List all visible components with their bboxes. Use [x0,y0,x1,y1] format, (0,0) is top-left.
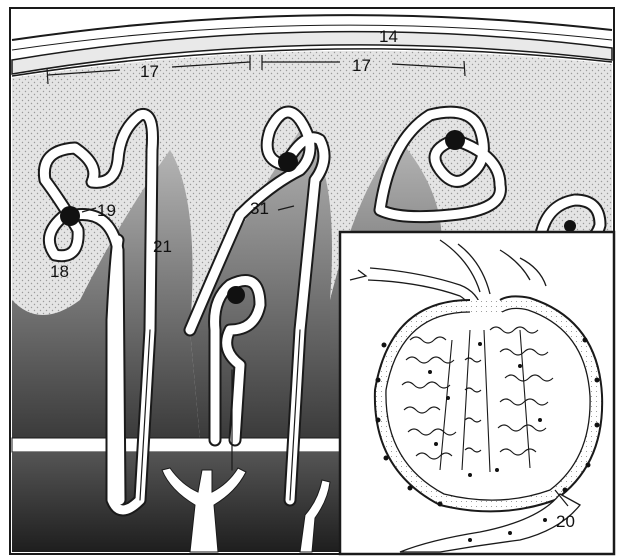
label-18: 18 [50,262,69,281]
label-19: 19 [97,201,116,220]
glomerulus-inset: 20 [340,232,614,554]
label-31: 31 [250,199,269,218]
label-21: 21 [153,237,172,256]
label-14: 14 [379,27,398,46]
label-17-left: 17 [140,62,159,81]
label-17-right: 17 [352,56,371,75]
label-20: 20 [556,512,575,531]
